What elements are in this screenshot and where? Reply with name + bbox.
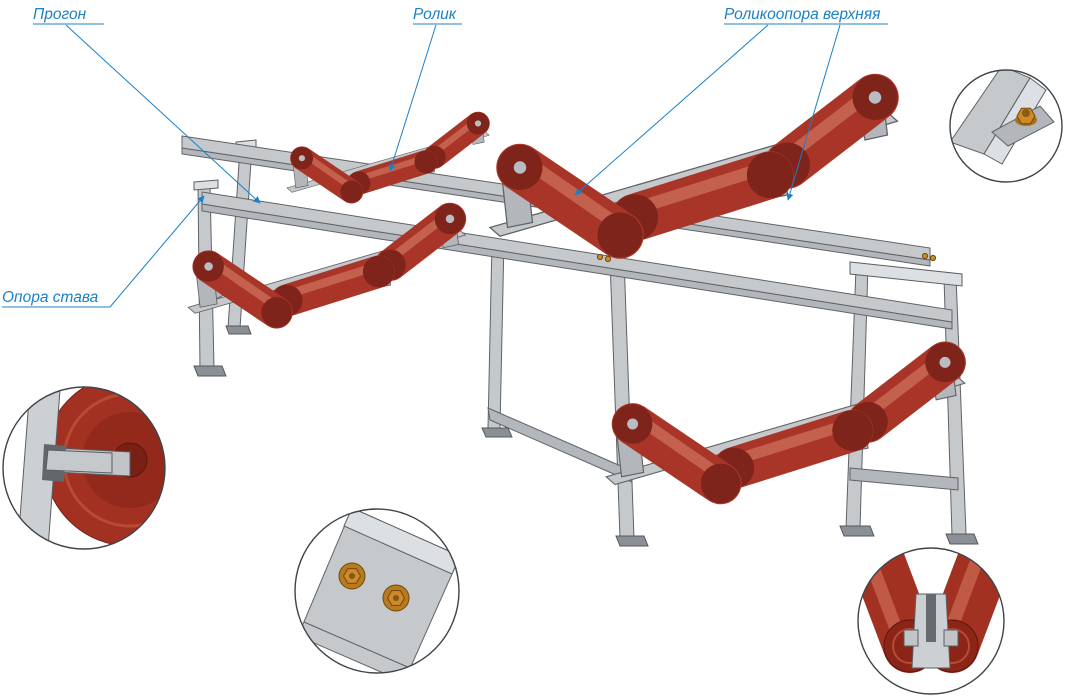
leader-line-purlin xyxy=(65,24,261,204)
label-roller: Ролик xyxy=(413,6,457,23)
bolt-head-top xyxy=(393,595,399,601)
detail-content xyxy=(858,548,1004,694)
annotation-stand-support: Опора става xyxy=(2,195,205,308)
bolt-head-top xyxy=(349,573,355,579)
label-purlin: Прогон xyxy=(33,6,87,23)
detail-circle xyxy=(949,69,1063,183)
annotation-roller: Ролик xyxy=(388,6,462,172)
label-upper-roller-support: Роликоопора верхняя xyxy=(724,6,880,23)
leader-line-roller xyxy=(388,24,437,172)
shaft-flat-end xyxy=(45,449,113,474)
support-leg xyxy=(487,239,505,429)
stand-support-right xyxy=(839,261,979,545)
foot-plate xyxy=(481,427,513,438)
detail-callout-bolted-joint xyxy=(949,69,1063,183)
leader-line-stand-support xyxy=(109,195,205,308)
foot-plate xyxy=(839,525,875,537)
detail-callout-roller-end xyxy=(2,386,166,550)
annotations: Прогон Ролик Роликоопора верхняя Опора с… xyxy=(2,6,888,308)
support-brace xyxy=(849,467,959,491)
detail-content xyxy=(950,70,1062,182)
annotation-upper-roller-support: Роликоопора верхняя xyxy=(574,6,888,201)
detail-callout-roller-junction xyxy=(857,547,1005,695)
purlin-bolt xyxy=(921,252,929,260)
bolt-head-top xyxy=(1022,109,1030,117)
support-top-beam xyxy=(849,261,963,287)
detail-callout-beam-bolts xyxy=(294,508,460,674)
detail-circle xyxy=(2,386,166,550)
detail-circle xyxy=(294,508,460,674)
annotation-purlin: Прогон xyxy=(33,6,261,204)
detail-circle xyxy=(857,547,1005,695)
detail-content xyxy=(3,387,165,549)
roller-shaft xyxy=(903,629,919,647)
leader-line-upper-roller-support-2 xyxy=(786,24,841,201)
purlin-bolt xyxy=(929,254,937,262)
purlin-bolt xyxy=(596,253,604,261)
channel-flange xyxy=(343,509,459,575)
bracket-slot xyxy=(926,594,936,642)
roller-shaft xyxy=(943,629,959,647)
channel-edge xyxy=(303,621,411,669)
foot-plate xyxy=(615,535,649,547)
foot-plate xyxy=(945,533,979,545)
support-leg xyxy=(609,257,635,539)
foot-plate xyxy=(193,365,227,377)
support-cap xyxy=(193,179,219,191)
detail-content xyxy=(295,509,459,673)
conveyor-idler-assembly xyxy=(182,75,979,547)
leader-line-upper-roller-support-1 xyxy=(574,24,769,196)
foot-plate xyxy=(225,325,252,335)
support-brace xyxy=(487,407,633,483)
label-stand-support: Опора става xyxy=(2,289,99,306)
purlin-bolt xyxy=(604,255,612,263)
stand-support-middle xyxy=(481,239,649,547)
